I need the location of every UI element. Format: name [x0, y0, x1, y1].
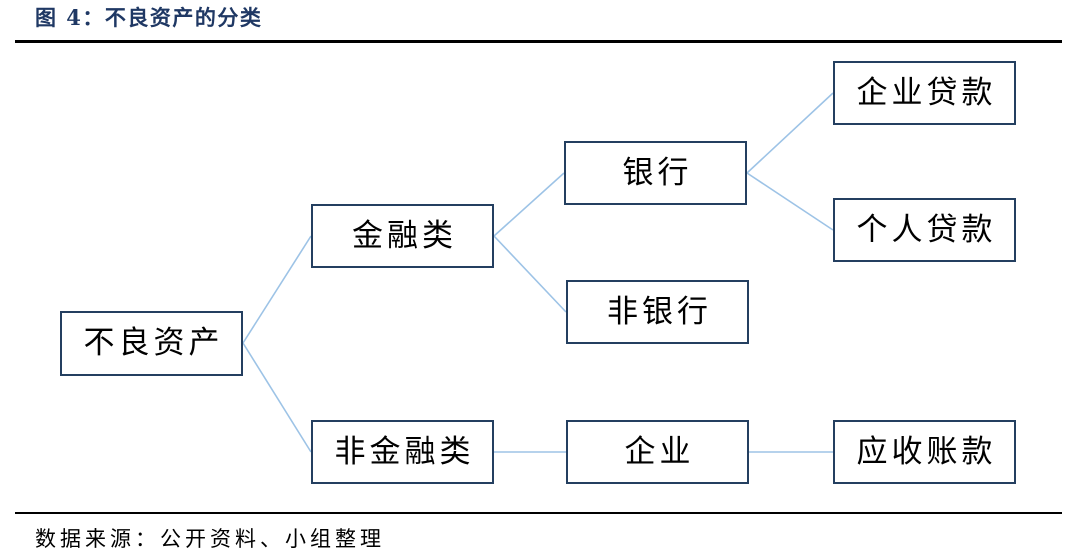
connector-bank-corporate-loans — [746, 92, 834, 174]
node-label: 应收账款 — [856, 433, 997, 470]
node-label: 企业贷款 — [856, 74, 997, 111]
connector-bank-personal-loans — [746, 172, 834, 231]
node-bank: 银行 — [564, 141, 747, 205]
node-personal-loans: 个人贷款 — [833, 198, 1016, 262]
node-label: 银行 — [622, 154, 693, 191]
source-note: 数据来源：公开资料、小组整理 — [35, 527, 385, 551]
node-corporate-loans: 企业贷款 — [833, 61, 1016, 125]
top-rule — [15, 40, 1062, 43]
node-non-financial: 非金融类 — [311, 420, 494, 484]
figure-title: 图 4：不良资产的分类 — [35, 5, 263, 30]
connector-financial-bank — [493, 172, 565, 237]
node-non-bank: 非银行 — [566, 280, 749, 344]
node-label: 企业 — [624, 433, 695, 470]
node-financial: 金融类 — [311, 204, 494, 268]
connector-root-financial — [242, 235, 312, 344]
node-receivables: 应收账款 — [833, 420, 1016, 484]
node-label: 金融类 — [352, 217, 457, 254]
node-label: 个人贷款 — [856, 211, 997, 248]
node-non-performing-assets: 不良资产 — [60, 311, 243, 376]
connector-financial-non-bank — [493, 235, 567, 313]
connector-root-non-financial — [242, 342, 312, 453]
node-label: 非金融类 — [334, 433, 475, 470]
bottom-rule — [15, 512, 1062, 514]
node-label: 非银行 — [607, 293, 712, 330]
node-enterprise: 企业 — [566, 420, 749, 484]
node-label: 不良资产 — [83, 325, 224, 361]
